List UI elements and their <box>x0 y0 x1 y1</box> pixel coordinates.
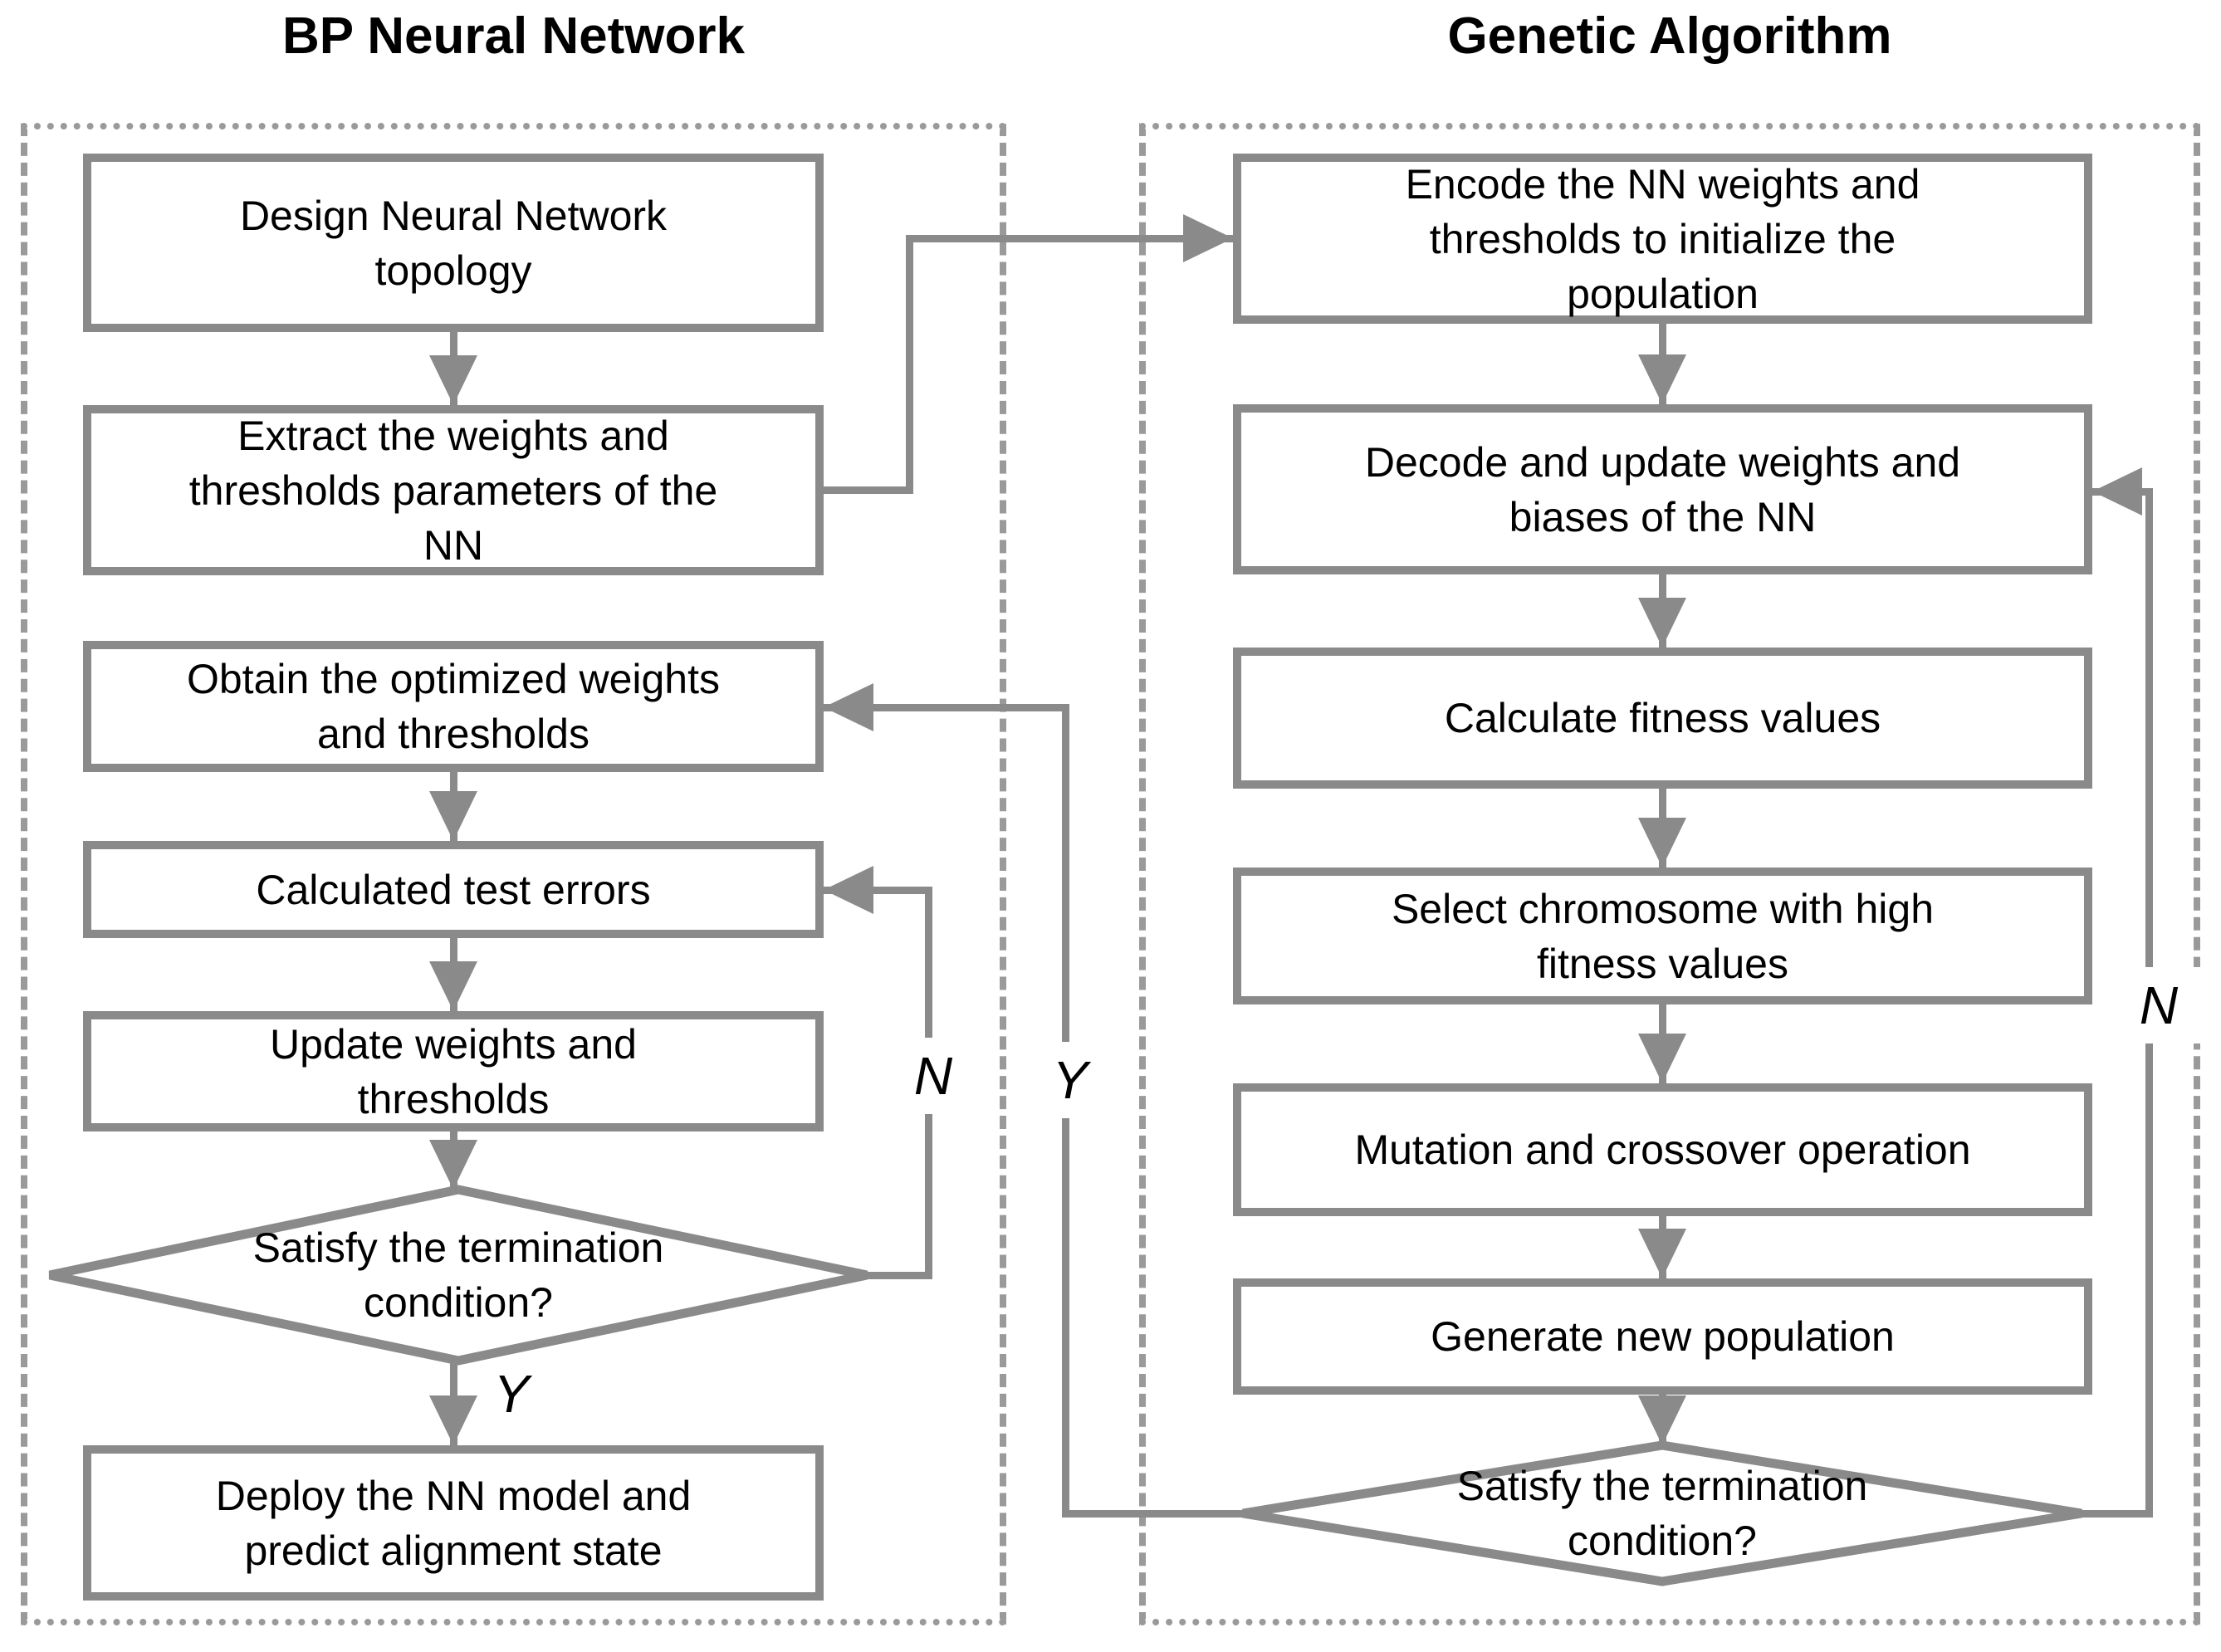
flow-box-select-chromosome: Select chromosome with high fitness valu… <box>1233 868 2092 1004</box>
arrow-extract-to-encode <box>905 234 913 494</box>
flow-box-generate-population-label: Generate new population <box>1431 1313 1895 1360</box>
title-bp-neural-network: BP Neural Network <box>281 7 746 65</box>
branch-label-ga-no: N <box>2116 967 2201 1043</box>
arrow-fitness-to-select-arrowhead-icon <box>1638 818 1686 868</box>
flow-box-decode-update: Decode and update weights and biases of … <box>1233 404 2092 574</box>
arrow-extract-to-encode-arrowhead-icon <box>1183 214 1233 262</box>
flow-box-deploy-model: Deploy the NN model and predict alignmen… <box>83 1445 824 1601</box>
flow-box-encode-population-label: Encode the NN weights and thresholds to … <box>1405 160 1920 317</box>
flow-box-calculate-fitness-label: Calculate fitness values <box>1444 695 1881 741</box>
arrow-ga-decision-no-loop <box>2076 1509 2153 1518</box>
flow-box-calculated-test-errors: Calculated test errors <box>83 841 824 938</box>
arrow-select-to-mutation-arrowhead-icon <box>1638 1034 1686 1083</box>
arrow-mutation-to-generate-arrowhead-icon <box>1638 1229 1686 1278</box>
arrow-calc-errors-to-update-arrowhead-icon <box>429 961 477 1011</box>
flow-box-update-weights-label: Update weights and thresholds <box>270 1020 637 1122</box>
flow-box-obtain-optimized: Obtain the optimized weights and thresho… <box>83 641 824 772</box>
title-genetic-algorithm: Genetic Algorithm <box>1447 7 1892 65</box>
panel-bp-neural-network <box>21 123 1006 1625</box>
panel-genetic-algorithm <box>1139 123 2200 1625</box>
arrow-ga-decision-yes-to-obtain-arrowhead-icon <box>824 683 873 731</box>
flow-box-decode-update-label: Decode and update weights and biases of … <box>1364 438 1961 540</box>
flow-box-obtain-optimized-label: Obtain the optimized weights and thresho… <box>186 656 721 757</box>
flow-box-mutation-crossover-label: Mutation and crossover operation <box>1354 1127 1971 1173</box>
arrow-ga-decision-no-loop-arrowhead-icon <box>2092 467 2142 516</box>
arrow-decision-yes-to-deploy-arrowhead-icon <box>429 1395 477 1445</box>
arrow-obtain-to-calc-errors-arrowhead-icon <box>429 791 477 841</box>
arrow-extract-to-encode <box>819 486 913 494</box>
arrow-decision-no-loop <box>819 886 932 894</box>
flow-box-extract-parameters: Extract the weights and thresholds param… <box>83 405 824 575</box>
flow-box-extract-parameters-label: Extract the weights and thresholds param… <box>188 412 718 569</box>
arrow-decode-to-fitness-arrowhead-icon <box>1638 598 1686 648</box>
flow-box-generate-population: Generate new population <box>1233 1278 2092 1395</box>
arrow-ga-decision-yes-to-obtain <box>1061 1509 1249 1518</box>
flow-box-mutation-crossover: Mutation and crossover operation <box>1233 1083 2092 1216</box>
branch-label-bp-no: N <box>891 1038 976 1114</box>
arrow-extract-to-encode <box>905 234 1237 242</box>
arrow-ga-decision-yes-to-obtain <box>819 703 1069 711</box>
flow-box-design-topology-label: Design Neural Network topology <box>239 192 668 294</box>
flow-box-select-chromosome-label: Select chromosome with high fitness valu… <box>1391 885 1935 987</box>
flow-box-design-topology: Design Neural Network topology <box>83 154 824 332</box>
flow-box-calculated-test-errors-label: Calculated test errors <box>256 866 651 913</box>
arrow-design-to-extract-arrowhead-icon <box>429 355 477 405</box>
arrow-decision-no-loop-arrowhead-icon <box>824 866 873 914</box>
branch-label-ga-yes: Y <box>1028 1042 1113 1118</box>
branch-label-bp-yes: Y <box>493 1364 530 1424</box>
arrow-generate-to-decision-arrowhead-icon <box>1638 1395 1686 1445</box>
flow-box-deploy-model-label: Deploy the NN model and predict alignmen… <box>215 1472 692 1574</box>
arrow-encode-to-decode-arrowhead-icon <box>1638 354 1686 404</box>
flow-box-calculate-fitness: Calculate fitness values <box>1233 648 2092 789</box>
flow-box-encode-population: Encode the NN weights and thresholds to … <box>1233 154 2092 324</box>
arrow-decision-no-loop <box>863 1271 932 1279</box>
flow-box-update-weights: Update weights and thresholds <box>83 1011 824 1131</box>
flow-diamond-ga-termination <box>1242 1440 2082 1586</box>
flow-diamond-bp-termination <box>48 1185 868 1366</box>
arrow-update-to-decision-arrowhead-icon <box>429 1140 477 1190</box>
